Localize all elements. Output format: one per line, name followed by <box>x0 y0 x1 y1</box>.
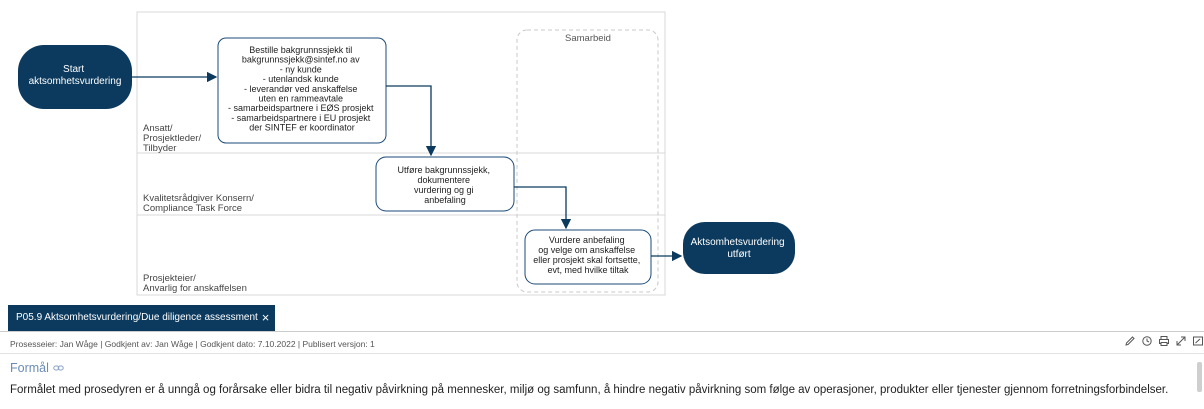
history-icon[interactable] <box>1141 335 1153 347</box>
collaboration-area <box>516 29 659 293</box>
task-perform-background-check[interactable]: Utføre bakgrunnssjekk, dokumentere vurde… <box>375 156 515 212</box>
svg-text:Aktsomhetsvurdering utfø: Aktsomhetsvurdering utført <box>691 237 788 260</box>
svg-text:Vurdere anbefaling og ve: Vurdere anbefaling og velge om anskaffel… <box>533 235 643 275</box>
document-tabbar: P05.9 Aktsomhetsvurdering/Due diligence … <box>0 305 1204 332</box>
document-tab[interactable]: P05.9 Aktsomhetsvurdering/Due diligence … <box>8 305 276 331</box>
task-order-background-check[interactable]: Bestille bakgrunnssjekk til bakgrunnssje… <box>217 37 387 144</box>
link-icon[interactable] <box>53 364 64 372</box>
task-evaluate-recommendation[interactable]: Vurdere anbefaling og velge om anskaffel… <box>524 229 652 285</box>
section-title: Formål <box>10 361 49 375</box>
svg-text:Bestille bakgrunnssjekk til: Bestille bakgrunnssjekk til bakgrunnssje… <box>228 45 376 133</box>
lane-label-owner: Prosjekteier/ Anvarlig for anskaffelsen <box>143 273 247 294</box>
start-event[interactable]: Start aktsomhetsvurdering <box>18 45 132 109</box>
collaboration-label: Samarbeid <box>565 33 611 44</box>
flow-arrow <box>386 85 437 157</box>
section-heading: Formål <box>10 361 64 375</box>
lane-label-employee: Ansatt/ Prosjektleder/ Tilbyder <box>143 123 204 154</box>
close-icon[interactable]: × <box>261 310 270 325</box>
flow-arrow <box>514 186 572 230</box>
end-event[interactable]: Aktsomhetsvurdering utført <box>683 222 795 274</box>
pencil-icon[interactable] <box>1124 335 1136 347</box>
section-body: Formålet med prosedyren er å unngå og fo… <box>10 384 1169 396</box>
print-icon[interactable] <box>1158 335 1170 347</box>
process-metadata: Prosesseier: Jan Wåge | Godkjent av: Jan… <box>10 339 375 349</box>
lane-label-quality: Kvalitetsrådgiver Konsern/ Compliance Ta… <box>143 193 257 214</box>
divider <box>0 353 1204 354</box>
svg-text:Utføre bakgrunnssjekk, d: Utføre bakgrunnssjekk, dokumentere vurde… <box>397 165 492 205</box>
scrollbar[interactable] <box>1197 362 1202 392</box>
tab-label: P05.9 Aktsomhetsvurdering/Due diligence … <box>16 312 258 323</box>
document-toolbar <box>1124 335 1204 347</box>
process-diagram: Samarbeid Ansatt/ Prosjektleder/ Tilbyde… <box>18 11 795 296</box>
share-icon[interactable] <box>1192 335 1204 347</box>
svg-text:Start aktsomhetsvurderin: Start aktsomhetsvurdering <box>29 64 122 87</box>
expand-icon[interactable] <box>1175 335 1187 347</box>
